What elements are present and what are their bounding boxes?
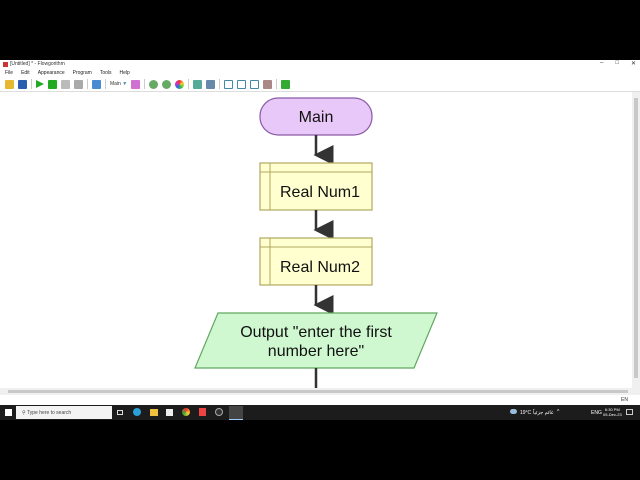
store-icon[interactable] (166, 409, 173, 416)
menu-appearance[interactable]: Appearance (37, 69, 65, 76)
menu-file[interactable]: File (5, 69, 14, 76)
tray-chevron-icon[interactable]: ^ (557, 409, 560, 415)
separator (188, 79, 190, 89)
start-button[interactable] (5, 409, 12, 416)
status-bar: EN (0, 395, 640, 405)
app-icon (3, 61, 8, 67)
function-select[interactable]: Main ▼ (110, 81, 127, 87)
menu-help[interactable]: Help (119, 69, 130, 76)
language-indicator: EN (621, 397, 628, 403)
step-icon[interactable] (48, 79, 57, 89)
separator (105, 79, 106, 89)
separator (219, 79, 221, 89)
task-view-icon[interactable] (117, 410, 123, 415)
declare-label-1: Real Num1 (280, 184, 360, 201)
clock-date: 05-Dec-23 (603, 412, 622, 417)
separator (31, 79, 32, 89)
flowchart: Main Real Num1 Real Num2 Output "enter t… (194, 97, 438, 388)
manage-functions-icon[interactable] (131, 79, 141, 89)
console-icon[interactable] (224, 79, 234, 89)
save-icon[interactable] (18, 79, 27, 89)
menu-bar: File Edit Appearance Program Tools Help (0, 68, 640, 77)
run-icon[interactable] (36, 80, 44, 88)
pause-icon[interactable] (61, 79, 70, 89)
output-label-line2: number here" (268, 343, 364, 360)
speed-icon[interactable] (92, 79, 101, 89)
scroll-thumb[interactable] (8, 390, 628, 393)
weather-icon (510, 409, 517, 414)
chrome-icon[interactable] (182, 408, 190, 416)
exit-icon[interactable] (281, 79, 291, 89)
window-title: [Untitled] * - Flowgorithm (10, 61, 65, 67)
navigate-icon[interactable] (193, 79, 203, 89)
clock[interactable]: 6:30 PM 05-Dec-23 (603, 407, 622, 417)
search-placeholder: Type here to search (26, 410, 72, 416)
edge-icon[interactable] (133, 408, 141, 416)
theme-icon[interactable] (175, 79, 185, 89)
search-icon: ⚲ (22, 410, 26, 416)
open-icon[interactable] (5, 79, 14, 89)
variable-watch-icon[interactable] (206, 79, 216, 89)
declare-label-2: Real Num2 (280, 259, 360, 276)
output-block[interactable]: Output "enter the first number here" (194, 312, 438, 369)
zoom-out-icon[interactable] (162, 79, 172, 89)
flowchart-canvas[interactable]: Main Real Num1 Real Num2 Output "enter t… (0, 92, 632, 388)
menu-tools[interactable]: Tools (99, 69, 112, 76)
notification-icon[interactable] (626, 409, 633, 415)
zoom-in-icon[interactable] (149, 79, 159, 89)
separator (276, 79, 278, 89)
separator (144, 79, 146, 89)
chart-icon[interactable] (250, 79, 260, 89)
taskbar: ⚲ Type here to search 19°C غائم جزئياً ^… (0, 405, 640, 420)
menu-edit[interactable]: Edit (21, 69, 30, 76)
output-label-line1: Output "enter the first (240, 324, 392, 341)
separator (87, 79, 88, 89)
scroll-thumb[interactable] (634, 98, 638, 378)
brave-icon[interactable] (199, 408, 206, 416)
title-bar: [Untitled] * - Flowgorithm – □ ✕ (0, 60, 640, 68)
declare-block-2[interactable]: Real Num2 (259, 237, 373, 286)
menu-program[interactable]: Program (72, 69, 92, 76)
weather-desc: غائم جزئياً (533, 410, 554, 416)
search-box[interactable]: ⚲ Type here to search (16, 406, 112, 419)
horizontal-scrollbar[interactable] (0, 388, 640, 395)
clock-time: 6:30 PM (604, 407, 620, 412)
weather-temp[interactable]: 19°C (520, 410, 532, 416)
minimize-button[interactable]: – (600, 60, 604, 66)
start-label: Main (299, 109, 334, 126)
function-select-value: Main (110, 81, 121, 87)
stop-icon[interactable] (74, 79, 83, 89)
toolbar: Main ▼ (0, 77, 640, 92)
chevron-down-icon: ▼ (122, 81, 128, 87)
input-language[interactable]: ENG (591, 410, 602, 416)
vertical-scrollbar[interactable] (632, 92, 640, 388)
obs-icon[interactable] (215, 408, 223, 416)
file-explorer-icon[interactable] (150, 409, 158, 416)
maximize-button[interactable]: □ (615, 60, 619, 66)
declare-block-1[interactable]: Real Num1 (259, 162, 373, 211)
flowgorithm-taskbar-icon[interactable] (229, 406, 243, 420)
start-terminal[interactable]: Main (259, 97, 373, 136)
source-code-icon[interactable] (237, 79, 247, 89)
close-button[interactable]: ✕ (630, 61, 636, 67)
drawing-icon[interactable] (263, 79, 273, 89)
